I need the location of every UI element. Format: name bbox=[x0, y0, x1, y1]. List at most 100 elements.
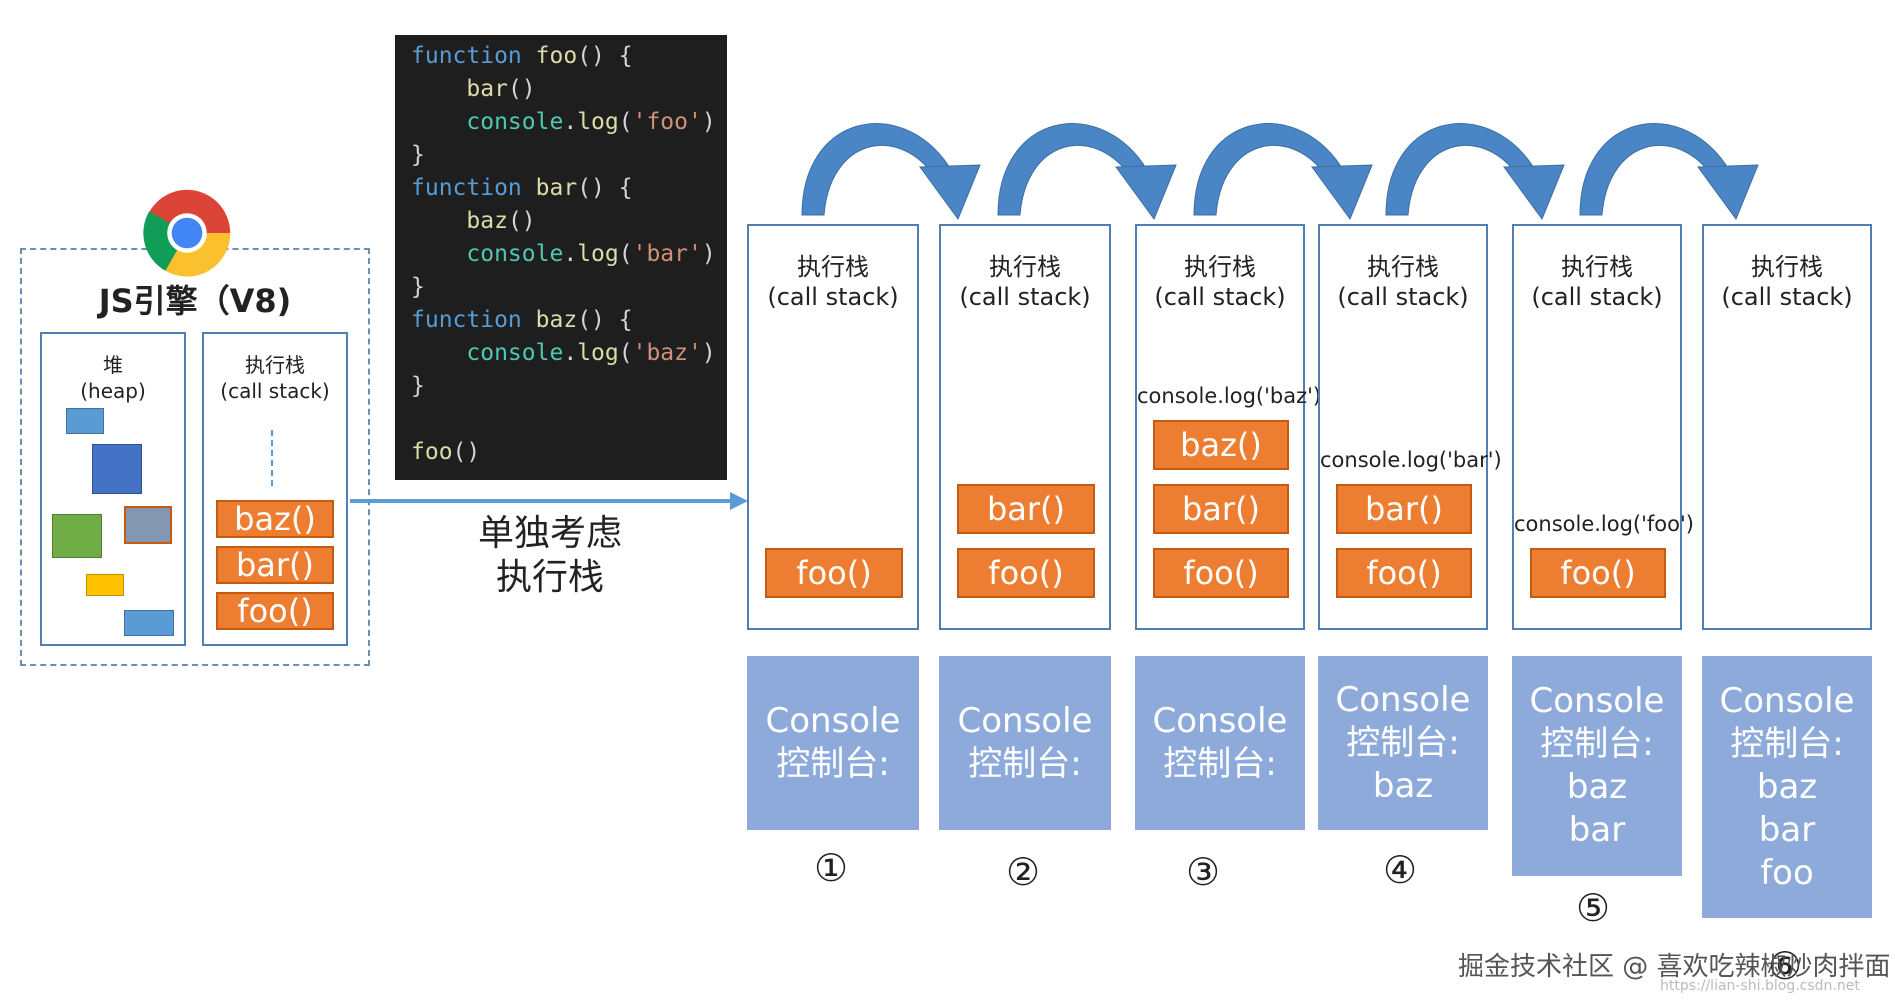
console-line: 控制台: bbox=[1346, 722, 1460, 763]
arrow-icon bbox=[350, 492, 748, 510]
console-line: Console bbox=[1152, 701, 1288, 741]
heap-object bbox=[66, 408, 104, 434]
console-line: 控制台: bbox=[776, 744, 890, 784]
stack-sub-label: (call stack) bbox=[1154, 283, 1286, 311]
console-line: bar bbox=[1568, 810, 1626, 850]
stack-sub-label: (call stack) bbox=[1531, 283, 1663, 311]
code-line: bar() bbox=[466, 76, 536, 102]
engine-frame: bar() bbox=[216, 546, 334, 584]
engine-title: JS引擎（V8) bbox=[98, 282, 292, 320]
console-line: Console bbox=[765, 701, 901, 741]
stack-title: 执行栈(call stack) bbox=[941, 252, 1109, 312]
code-line: } bbox=[411, 373, 425, 399]
engine-call-stack-box: 执行栈 (call stack) baz() bar() foo() bbox=[202, 332, 348, 646]
console-line: Console bbox=[957, 701, 1093, 741]
consider-label: 单独考虑 执行栈 bbox=[440, 512, 660, 600]
stack-sub-label: (call stack) bbox=[959, 283, 1091, 311]
heap-label: 堆 bbox=[103, 353, 123, 377]
code-block: function foo() { bar() console.log('foo'… bbox=[395, 35, 727, 480]
step-number: ① bbox=[813, 846, 849, 890]
heap-object bbox=[124, 610, 174, 636]
chrome-icon bbox=[143, 189, 231, 277]
stack-frame: baz() bbox=[1153, 420, 1289, 470]
stack-title: 执行栈(call stack) bbox=[1137, 252, 1303, 312]
step-number: ③ bbox=[1185, 850, 1221, 894]
code-line: console.log('baz') bbox=[466, 340, 716, 366]
heap-object bbox=[52, 514, 102, 558]
console-line: bar bbox=[1758, 809, 1816, 850]
step-number: ⑤ bbox=[1575, 886, 1611, 930]
console-line: 控制台: bbox=[1163, 744, 1277, 784]
stack-title: 执行栈(call stack) bbox=[1514, 252, 1680, 312]
console-line: 控制台: bbox=[1730, 723, 1844, 764]
stack-frame: foo() bbox=[1530, 548, 1666, 598]
code-line: function bar() { bbox=[411, 175, 633, 201]
code-line: console.log('foo') bbox=[466, 109, 716, 135]
heap-object bbox=[86, 574, 124, 596]
stack-column: 执行栈(call stack)bar()foo() bbox=[939, 224, 1111, 630]
heap-object bbox=[124, 506, 172, 544]
stack-frame: bar() bbox=[957, 484, 1095, 534]
code-line: function baz() { bbox=[411, 307, 633, 333]
console-line: Console bbox=[1335, 679, 1471, 720]
console-line: 控制台: bbox=[1540, 724, 1654, 764]
stack-frame: bar() bbox=[1336, 484, 1472, 534]
console-line: foo bbox=[1760, 852, 1814, 893]
stack-title: 执行栈(call stack) bbox=[1704, 252, 1870, 312]
engine-frame: baz() bbox=[216, 500, 334, 538]
stack-frame: foo() bbox=[765, 548, 903, 598]
heap-object bbox=[92, 444, 142, 494]
code-line: } bbox=[411, 142, 425, 168]
step-number: ⑥ bbox=[1767, 944, 1803, 988]
stack-frame: foo() bbox=[1153, 548, 1289, 598]
call-stack-sub-label: (call stack) bbox=[220, 379, 330, 403]
stack-sub-label: (call stack) bbox=[767, 283, 899, 311]
console-log-entry: console.log('baz') bbox=[1137, 384, 1322, 408]
console-line: 控制台: bbox=[968, 744, 1082, 784]
stack-column: 执行栈(call stack) bar() foo() console.log('ba… bbox=[1318, 224, 1502, 630]
stack-title-label: 执行栈 bbox=[1184, 253, 1256, 281]
stack-title-label: 执行栈 bbox=[1367, 253, 1439, 281]
console-line: baz bbox=[1372, 765, 1434, 806]
stack-frame: foo() bbox=[1336, 548, 1472, 598]
heap-sub-label: (heap) bbox=[80, 379, 146, 403]
stack-title-label: 执行栈 bbox=[1751, 253, 1823, 281]
console-line: Console bbox=[1719, 680, 1855, 721]
console-log-entry: console.log('foo') bbox=[1514, 512, 1694, 536]
stack-title-label: 执行栈 bbox=[797, 253, 869, 281]
stack-title-label: 执行栈 bbox=[989, 253, 1061, 281]
code-line: foo() bbox=[411, 439, 481, 465]
console-log-entry: console.log('bar') bbox=[1320, 448, 1502, 472]
consider-line-2: 执行栈 bbox=[495, 557, 604, 598]
stack-column: 执行栈(call stack) bbox=[1702, 224, 1872, 630]
stack-title: 执行栈(call stack) bbox=[1320, 252, 1486, 312]
stack-column: 执行栈(call stack)baz()bar()foo()console.lo… bbox=[1135, 224, 1322, 630]
code-line: } bbox=[411, 274, 425, 300]
step-number: ④ bbox=[1382, 848, 1418, 892]
footer-url: https://lian-shi.blog.csdn.net bbox=[1660, 978, 1860, 994]
transition-arrows bbox=[801, 123, 1759, 221]
stack-column: 执行栈(call stack) foo() console.log('foo') bbox=[1512, 224, 1694, 630]
console-line: baz bbox=[1756, 766, 1818, 807]
step-number: ② bbox=[1005, 850, 1041, 894]
call-stack-label: 执行栈 bbox=[245, 353, 305, 377]
footer-credit: 掘金技术社区 @ 喜欢吃辣椒炒肉拌面 bbox=[1458, 952, 1891, 982]
code-line: function foo() { bbox=[411, 43, 633, 69]
stack-column: 执行栈(call stack) foo() bbox=[747, 224, 919, 630]
console-line: baz bbox=[1566, 767, 1628, 807]
heap-box: 堆 (heap) bbox=[40, 332, 186, 646]
stack-sub-label: (call stack) bbox=[1721, 283, 1853, 311]
code-line: console.log('bar') bbox=[466, 241, 716, 267]
engine-frame: foo() bbox=[216, 592, 334, 630]
stack-dashed-line bbox=[271, 430, 273, 486]
consider-line-1: 单独考虑 bbox=[477, 513, 622, 554]
console-line: Console bbox=[1529, 681, 1665, 721]
stack-title-label: 执行栈 bbox=[1561, 253, 1633, 281]
code-line: baz() bbox=[466, 208, 536, 234]
